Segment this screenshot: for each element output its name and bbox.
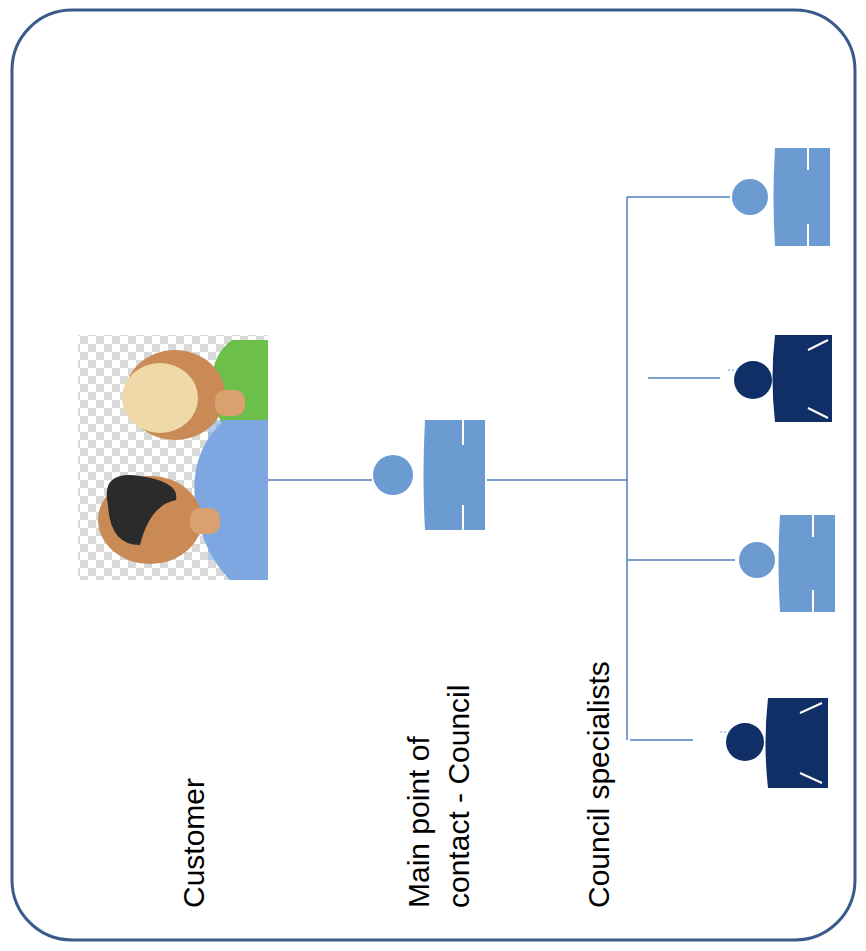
specialists-tree	[627, 197, 735, 740]
node-label: Council specialists	[579, 578, 621, 908]
outer-frame	[12, 10, 855, 940]
customer-illustration	[78, 335, 268, 580]
connector	[268, 479, 372, 481]
specialists-node	[627, 140, 842, 910]
contact-person-icon	[373, 420, 485, 530]
customer-node	[78, 335, 268, 910]
node-label: Customer	[174, 688, 216, 908]
connector	[487, 479, 627, 481]
node-label: Main point of contact - Council	[399, 646, 481, 908]
specialist-icons	[720, 148, 835, 788]
